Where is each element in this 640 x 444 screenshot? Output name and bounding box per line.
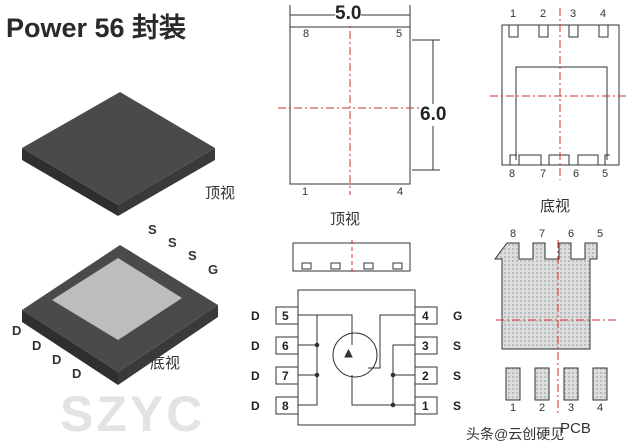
iso-pin-label: S [188, 248, 197, 263]
pin-number: 2 [539, 402, 546, 414]
width-dimension: 5.0 [335, 3, 362, 25]
top-view-label: 顶视 [330, 211, 361, 228]
pin-number: 6 [282, 339, 289, 353]
pin-number: 1 [510, 8, 517, 20]
iso-pin-label: G [208, 262, 219, 277]
pin-number: 8 [509, 168, 516, 180]
iso-bottom-label: 底视 [150, 355, 181, 372]
pin-number: 2 [422, 369, 429, 383]
iso-pin-label: D [72, 366, 82, 381]
pin-number: 4 [600, 8, 607, 20]
pcb-land-pattern [494, 240, 618, 416]
pin-number: 1 [510, 402, 517, 414]
pin-number: 3 [570, 8, 577, 20]
pin-number: 6 [573, 168, 580, 180]
side-view-drawing [292, 240, 411, 272]
bottom-view-label: 底视 [540, 198, 571, 215]
pin-number: 3 [568, 402, 575, 414]
pin-number: 2 [540, 8, 547, 20]
pin-number: 5 [396, 28, 403, 40]
pin-number: 6 [568, 228, 575, 240]
chip-top-3d [22, 92, 215, 216]
pin-signal: D [251, 369, 260, 383]
pin-number: 4 [597, 402, 604, 414]
watermark-large: SZYC [60, 386, 206, 442]
watermark: 头条@云创硬见 [466, 426, 565, 442]
pin-signal: S [453, 369, 462, 383]
chip-bottom-3d [22, 245, 218, 385]
pin-signal: D [251, 339, 260, 353]
height-dimension: 6.0 [420, 104, 447, 126]
iso-pin-label: D [32, 338, 42, 353]
pin-number: 5 [597, 228, 604, 240]
pin-number: 4 [422, 309, 429, 323]
pin-number: 5 [602, 168, 609, 180]
bottom-view-drawing [490, 8, 628, 180]
pin-signal: S [453, 399, 462, 413]
pin-signal: G [453, 309, 463, 323]
pin-signal: S [453, 339, 462, 353]
pin-signal: D [251, 399, 260, 413]
pin-number: 7 [540, 168, 547, 180]
pin-number: 7 [539, 228, 546, 240]
pin-number: 8 [282, 399, 289, 413]
pin-number: 4 [397, 186, 404, 198]
pin-number: 3 [422, 339, 429, 353]
pin-number: 8 [510, 228, 517, 240]
schematic-drawing [275, 289, 438, 426]
pin-number: 5 [282, 309, 289, 323]
pin-signal: D [251, 309, 260, 323]
iso-pin-label: D [52, 352, 62, 367]
pin-number: 1 [302, 186, 309, 198]
pcb-label: PCB [560, 420, 591, 437]
pin-number: 8 [303, 28, 310, 40]
page-title: Power 56 封装 [6, 13, 187, 43]
iso-top-label: 顶视 [205, 185, 236, 202]
iso-pin-label: S [168, 235, 177, 250]
iso-pin-label: S [148, 222, 157, 237]
iso-pin-label: D [12, 323, 22, 338]
pin-number: 1 [422, 399, 429, 413]
pin-number: 7 [282, 369, 289, 383]
